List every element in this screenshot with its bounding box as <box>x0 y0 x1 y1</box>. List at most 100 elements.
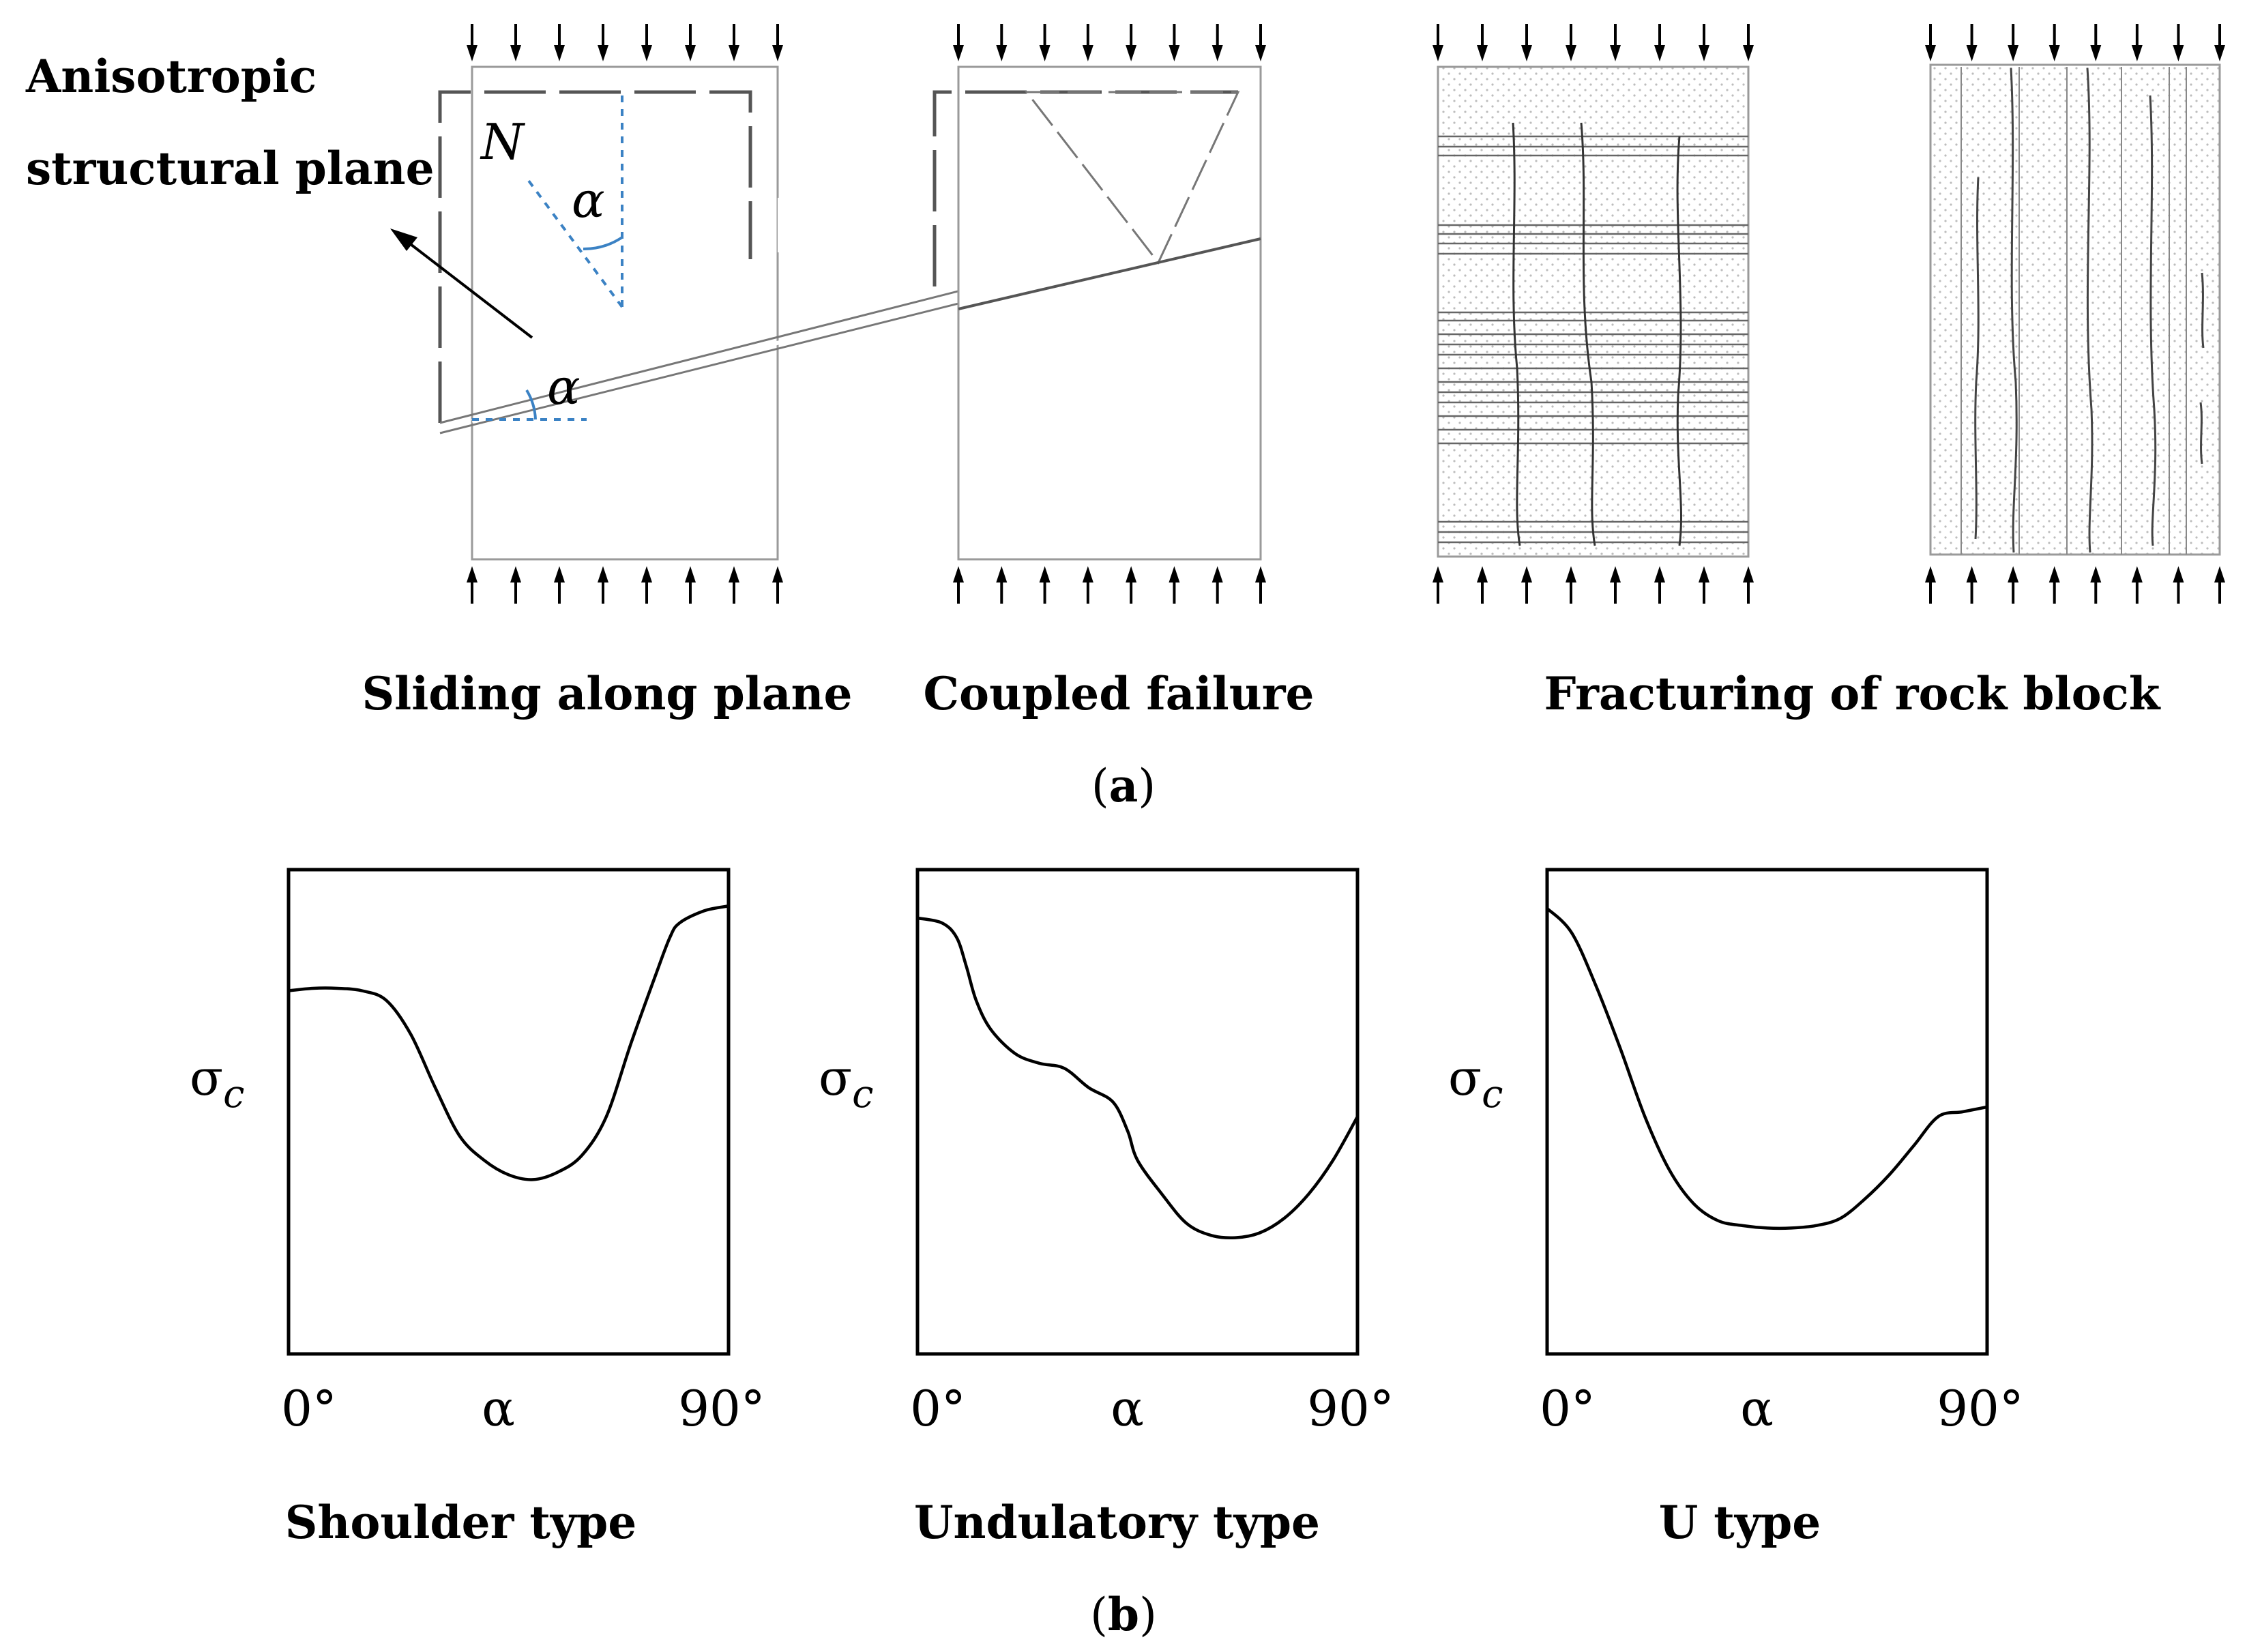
load-arrowhead-bottom-0 <box>729 566 739 582</box>
load-arrowhead-bottom-0 <box>467 566 478 582</box>
sliding-specimen-body <box>471 65 779 561</box>
load-arrowhead-bottom-3 <box>2173 566 2184 582</box>
vertical-crack-3 <box>1676 136 1682 546</box>
load-arrowhead-bottom-3 <box>2131 566 2143 582</box>
plane-angle-symbol: α <box>547 358 581 415</box>
load-arrowhead-bottom-3 <box>2090 566 2102 582</box>
strength-curve <box>1546 907 1988 1230</box>
load-arrowhead-bottom-3 <box>2214 566 2225 582</box>
load-arrowhead-top-1 <box>1039 45 1051 61</box>
annotation-arrow-line <box>398 234 533 339</box>
vertical-specimen-body <box>1929 63 2221 556</box>
load-arrowhead-top-3 <box>2131 45 2143 61</box>
load-arrowhead-bottom-0 <box>685 566 696 582</box>
coupled-structural-plane <box>958 237 1261 310</box>
load-arrowhead-top-1 <box>1082 45 1093 61</box>
x-tick-label: 0° <box>1540 1380 1596 1437</box>
load-arrowhead-top-2 <box>1477 45 1488 61</box>
load-arrowhead-bottom-0 <box>641 566 652 582</box>
load-arrowhead-bottom-3 <box>1966 566 1978 582</box>
load-arrowhead-top-0 <box>467 45 478 61</box>
load-arrowhead-bottom-3 <box>2048 566 2060 582</box>
load-arrowhead-top-3 <box>2008 45 2019 61</box>
x-tick-label: α <box>1111 1380 1144 1437</box>
sliding-displaced-outline <box>438 90 752 423</box>
normal-symbol: N <box>480 113 526 171</box>
load-arrowhead-bottom-2 <box>1521 566 1532 582</box>
annotation-arrowhead <box>390 228 417 251</box>
normal-angle-symbol: α <box>572 171 605 228</box>
annotation-line-2: structural plane <box>26 142 435 195</box>
vertical-crack-1 <box>1512 122 1521 546</box>
load-arrowhead-bottom-2 <box>1433 566 1443 582</box>
load-arrowhead-top-1 <box>1211 45 1223 61</box>
load-arrowhead-top-1 <box>1255 45 1266 61</box>
load-arrowhead-bottom-2 <box>1477 566 1488 582</box>
annotation-line-1: Anisotropic <box>25 50 317 103</box>
load-arrowhead-top-0 <box>772 45 783 61</box>
load-arrowhead-top-3 <box>2173 45 2184 61</box>
fracture-specimen-layered <box>1437 65 1750 558</box>
load-arrowhead-top-0 <box>729 45 739 61</box>
plane-angle-arc <box>525 389 537 420</box>
x-tick-label: 90° <box>678 1380 765 1437</box>
split-crack-3 <box>2086 68 2094 553</box>
load-arrowhead-bottom-1 <box>996 566 1008 582</box>
load-arrowhead-top-1 <box>996 45 1008 61</box>
load-arrowhead-top-3 <box>1966 45 1978 61</box>
split-crack-6 <box>2199 402 2203 464</box>
load-arrowhead-top-2 <box>1521 45 1532 61</box>
x-tick-label: 90° <box>1937 1380 2024 1437</box>
load-arrowhead-bottom-3 <box>2008 566 2019 582</box>
load-arrowhead-top-0 <box>598 45 608 61</box>
part-a-label: (a) <box>1091 759 1156 812</box>
load-arrowhead-top-2 <box>1566 45 1576 61</box>
load-arrowhead-top-2 <box>1433 45 1443 61</box>
load-arrowhead-top-1 <box>1126 45 1137 61</box>
load-arrowhead-top-3 <box>2090 45 2102 61</box>
part-b-label: (b) <box>1090 1588 1157 1641</box>
load-arrowhead-top-1 <box>953 45 964 61</box>
chart-title: Undulatory type <box>914 1496 1320 1549</box>
load-arrowhead-top-2 <box>1699 45 1709 61</box>
load-arrowhead-top-0 <box>554 45 565 61</box>
chart-frame <box>915 868 1360 1356</box>
load-arrowhead-top-2 <box>1743 45 1754 61</box>
y-axis-label: σc <box>190 1049 245 1117</box>
load-arrowhead-bottom-0 <box>510 566 521 582</box>
sliding-specimen: N α α <box>390 65 1259 561</box>
chart-title: Shoulder type <box>285 1496 637 1549</box>
load-arrowhead-top-1 <box>1169 45 1180 61</box>
load-arrowhead-top-3 <box>2048 45 2060 61</box>
load-arrowhead-bottom-3 <box>1925 566 1936 582</box>
fracture-specimen-vertical <box>1929 63 2221 556</box>
load-arrowhead-bottom-1 <box>1082 566 1093 582</box>
shear-wedge <box>1024 91 1240 265</box>
load-arrowhead-top-3 <box>1925 45 1936 61</box>
x-tick-label: α <box>482 1380 515 1437</box>
y-axis-label: σc <box>1448 1049 1503 1117</box>
load-arrowhead-top-2 <box>1610 45 1621 61</box>
load-arrowhead-top-0 <box>685 45 696 61</box>
chart-frame <box>1545 868 1989 1356</box>
coupled-specimen-body <box>957 65 1262 561</box>
load-arrowhead-bottom-2 <box>1610 566 1621 582</box>
vertical-crack-2 <box>1580 122 1596 546</box>
normal-angle-arc <box>583 236 623 251</box>
x-tick-label: α <box>1740 1380 1774 1437</box>
load-arrowhead-bottom-1 <box>953 566 964 582</box>
load-arrowhead-bottom-2 <box>1654 566 1665 582</box>
load-arrowhead-top-0 <box>641 45 652 61</box>
strength-curve <box>917 916 1359 1240</box>
load-arrowhead-bottom-2 <box>1743 566 1754 582</box>
caption-coupled: Coupled failure <box>924 667 1315 720</box>
bedding-planes <box>1438 135 1748 544</box>
load-arrowhead-bottom-0 <box>554 566 565 582</box>
split-crack-4 <box>2149 95 2157 546</box>
x-tick-label: 90° <box>1307 1380 1394 1437</box>
